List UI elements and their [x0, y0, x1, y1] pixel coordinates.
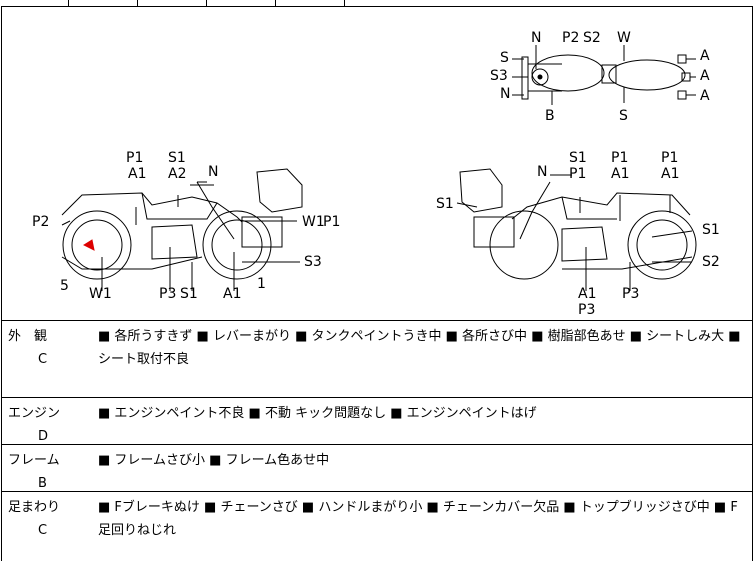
- diagram-label: P3: [622, 286, 640, 302]
- row-grade: C: [38, 523, 48, 538]
- diagram-label: S2: [583, 30, 601, 46]
- diagram-label: P2: [562, 30, 580, 46]
- diagram-label: N: [537, 164, 548, 180]
- header-table-fragment: [0, 0, 755, 6]
- row-items: ■ Fブレーキぬけ ■ チェーンさび ■ ハンドルまがり小 ■ チェーンカバー欠…: [98, 500, 738, 538]
- diagram-label: A2: [168, 166, 187, 182]
- left-view-drawing: [61, 168, 303, 291]
- diagram-label: S1: [168, 150, 186, 166]
- condition-row-frame: フレーム B ■ フレームさび小 ■ フレーム色あせ中: [1, 445, 753, 492]
- diagram-label: S1: [569, 150, 587, 166]
- diagram-label: S3: [490, 68, 508, 84]
- diagram-label: A1: [661, 166, 680, 182]
- diagram-label: S: [500, 50, 509, 66]
- diagram-label: S1: [436, 196, 454, 212]
- diagram-label: P2: [32, 214, 50, 230]
- right-view-drawing: [456, 168, 697, 291]
- diagram-label: W: [617, 30, 631, 46]
- row-category: 外 観: [8, 329, 48, 344]
- diagram-label: S: [619, 108, 628, 124]
- diagram-label: P3: [578, 302, 596, 318]
- row-items: ■ 各所うすきず ■ レバーまがり ■ タンクペイントうき中 ■ 各所さび中 ■…: [98, 329, 741, 367]
- row-grade: B: [38, 476, 47, 491]
- diagram-label: A1: [611, 166, 630, 182]
- diagram-label: B: [545, 108, 555, 124]
- condition-row-engine: エンジン D ■ エンジンペイント不良 ■ 不動 キック問題なし ■ エンジンペ…: [1, 398, 753, 445]
- diagram-label: P1: [126, 150, 144, 166]
- diagram-label: S1: [702, 222, 720, 238]
- motorcycle-drawings: [61, 45, 697, 291]
- row-items: ■ エンジンペイント不良 ■ 不動 キック問題なし ■ エンジンペイントはげ: [98, 406, 537, 421]
- diagram-label: W1: [89, 286, 112, 302]
- diagram-label: P1: [323, 214, 341, 230]
- diagram-label: A: [700, 68, 710, 84]
- diagram-label: A1: [128, 166, 147, 182]
- row-category: エンジン: [8, 406, 61, 421]
- diagram-label: S2: [702, 254, 720, 270]
- diagram-label: A: [700, 48, 710, 64]
- diagram-label: A1: [578, 286, 597, 302]
- row-grade: D: [38, 429, 49, 444]
- diagram-label: P1: [569, 166, 587, 182]
- diagram-label: P1: [611, 150, 629, 166]
- diagram-label: N: [208, 164, 219, 180]
- row-category: フレーム: [8, 453, 60, 468]
- diagram-label: 5: [60, 278, 69, 294]
- diagram-label: S1: [180, 286, 198, 302]
- diagram-label: N: [500, 86, 511, 102]
- row-items: ■ フレームさび小 ■ フレーム色あせ中: [98, 453, 330, 468]
- condition-row-exterior: 外 観 C ■ 各所うすきず ■ レバーまがり ■ タンクペイントうき中 ■ 各…: [1, 321, 753, 398]
- diagram-label: A: [700, 88, 710, 104]
- diagram-label: W1: [302, 214, 325, 230]
- diagram-label: S3: [304, 254, 322, 270]
- top-view-drawing: [512, 45, 696, 105]
- diagram-label: P1: [661, 150, 679, 166]
- damage-diagram: N P2 S2 W S S3 N A A A B S P1 A1 S1 A2 N…: [1, 6, 753, 321]
- condition-row-suspension: 足まわり C ■ Fブレーキぬけ ■ チェーンさび ■ ハンドルまがり小 ■ チ…: [1, 492, 753, 561]
- row-category: 足まわり: [8, 500, 61, 515]
- diagram-label: A1: [223, 286, 242, 302]
- diagram-label: N: [531, 30, 542, 46]
- diagram-label: P3: [159, 286, 177, 302]
- row-grade: C: [38, 352, 48, 367]
- diagram-label: 1: [257, 276, 266, 292]
